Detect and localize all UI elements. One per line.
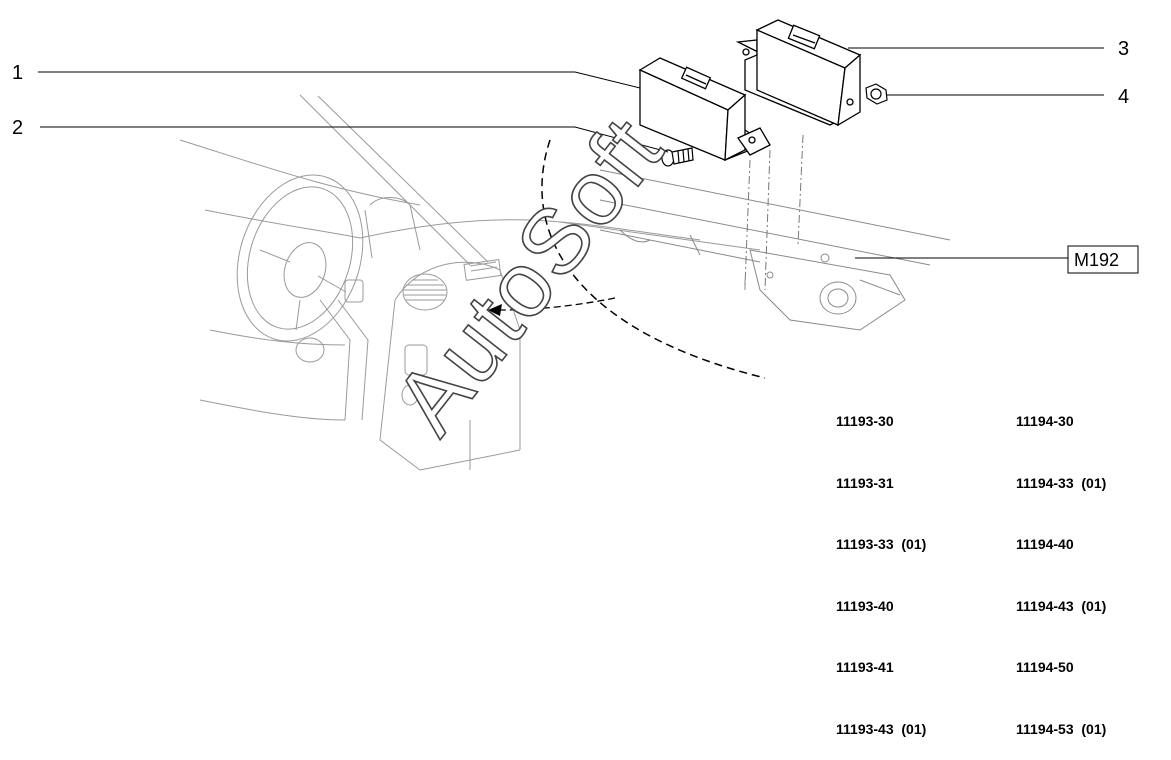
part-code: 11193-30 (836, 413, 894, 429)
part-code: 11194-50 (1016, 659, 1074, 675)
dashboard-sketch (179, 94, 761, 471)
nut (865, 83, 888, 105)
detail-arc (541, 139, 766, 379)
screw (661, 147, 694, 167)
callout-2: 2 (12, 117, 23, 139)
part-code: 11193-33 (01) (836, 536, 927, 552)
alignment-lines (744, 134, 804, 291)
watermark: AutoSoft (375, 99, 682, 452)
part-code: 11194-30 (1016, 413, 1074, 429)
part-code: 11193-41 (836, 659, 894, 675)
callout-1: 1 (12, 62, 23, 84)
leader-1 (38, 71, 641, 89)
part-code: 11194-40 (1016, 536, 1074, 552)
air-vent (402, 273, 448, 311)
leader-2 (40, 126, 669, 153)
location-arrow-line (499, 297, 616, 311)
part-code: 11194-33 (01) (1016, 474, 1107, 491)
control-unit-1 (638, 57, 771, 162)
location-arrowhead (488, 304, 502, 316)
part-code: 11193-31 (836, 474, 894, 491)
callout-3: 3 (1118, 38, 1129, 60)
control-unit-3 (735, 19, 862, 127)
steering-wheel-outline (236, 174, 364, 342)
exploded-parts-diagram: 1 2 3 4 M192 AutoSoft (12, 19, 1139, 471)
reference-label: M192 (1074, 250, 1119, 270)
part-code: 11194-53 (01) (1016, 720, 1107, 737)
part-code: 11193-40 (836, 597, 894, 614)
part-codes-right: 11194-30 11194-33 (01) 11194-40 11194-43… (1016, 370, 1106, 760)
part-code: 11193-43 (01) (836, 720, 927, 737)
reference-box (1067, 245, 1139, 274)
callout-4: 4 (1118, 86, 1129, 108)
leader-lines (38, 47, 1104, 259)
part-code: 11194-43 (01) (1016, 597, 1107, 614)
mounting-bracket-sketch (599, 169, 951, 331)
part-codes-left: 11193-30 11193-31 11193-33 (01) 11193-40… (836, 370, 926, 760)
